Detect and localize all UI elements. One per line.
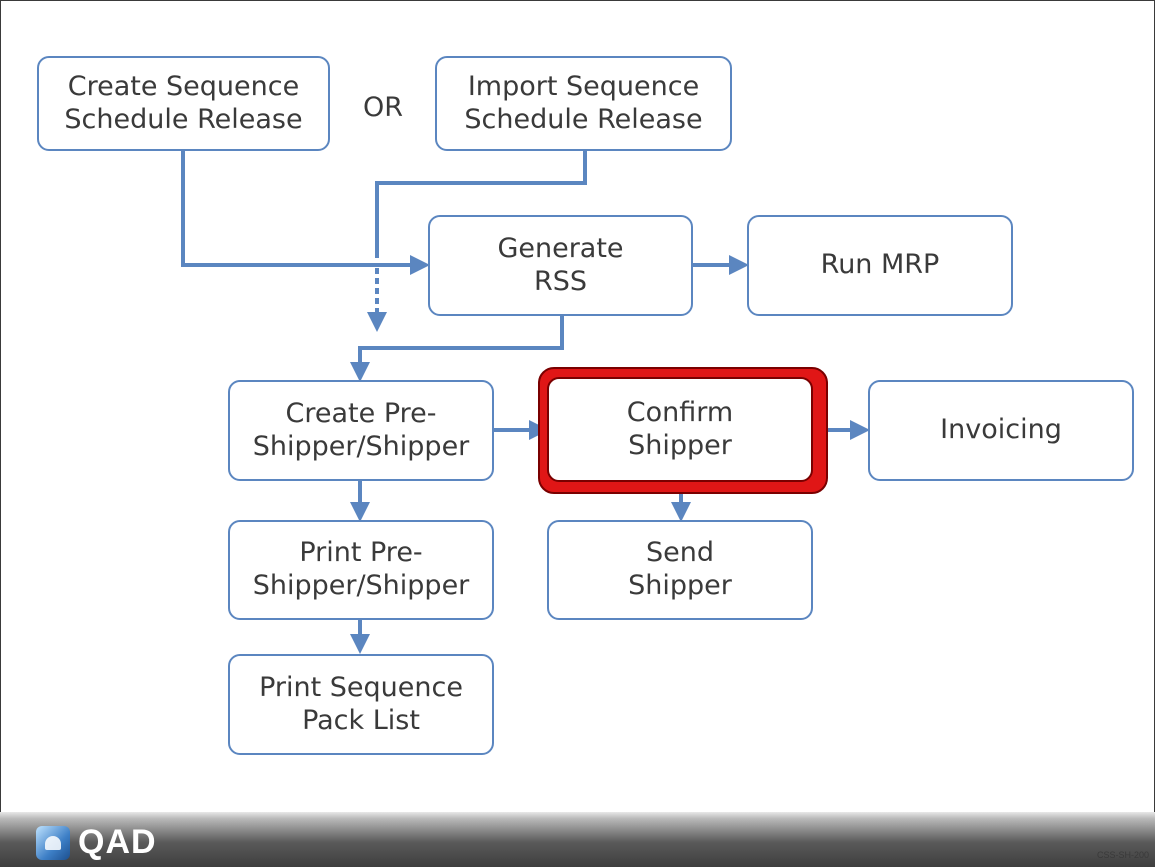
node-run-mrp: Run MRP: [747, 215, 1013, 316]
qad-logo-icon: [36, 825, 70, 860]
node-invoicing: Invoicing: [868, 380, 1134, 481]
node-generate-rss: Generate RSS: [428, 215, 693, 316]
qad-logo-text: QAD: [78, 823, 157, 861]
node-create-sequence-schedule-release: Create Sequence Schedule Release: [37, 56, 330, 151]
node-confirm-shipper: Confirm Shipper: [547, 377, 813, 482]
node-send-shipper: Send Shipper: [547, 520, 813, 620]
node-create-pre-shipper: Create Pre- Shipper/Shipper: [228, 380, 494, 481]
or-label: OR: [363, 92, 404, 123]
footer-bar: [0, 812, 1155, 867]
qad-logo: QAD: [36, 823, 157, 862]
node-import-sequence-schedule-release: Import Sequence Schedule Release: [435, 56, 732, 151]
slide-code: CSS-SH-200: [1096, 850, 1149, 860]
node-print-sequence-pack-list: Print Sequence Pack List: [228, 654, 494, 755]
node-print-pre-shipper: Print Pre- Shipper/Shipper: [228, 520, 494, 620]
